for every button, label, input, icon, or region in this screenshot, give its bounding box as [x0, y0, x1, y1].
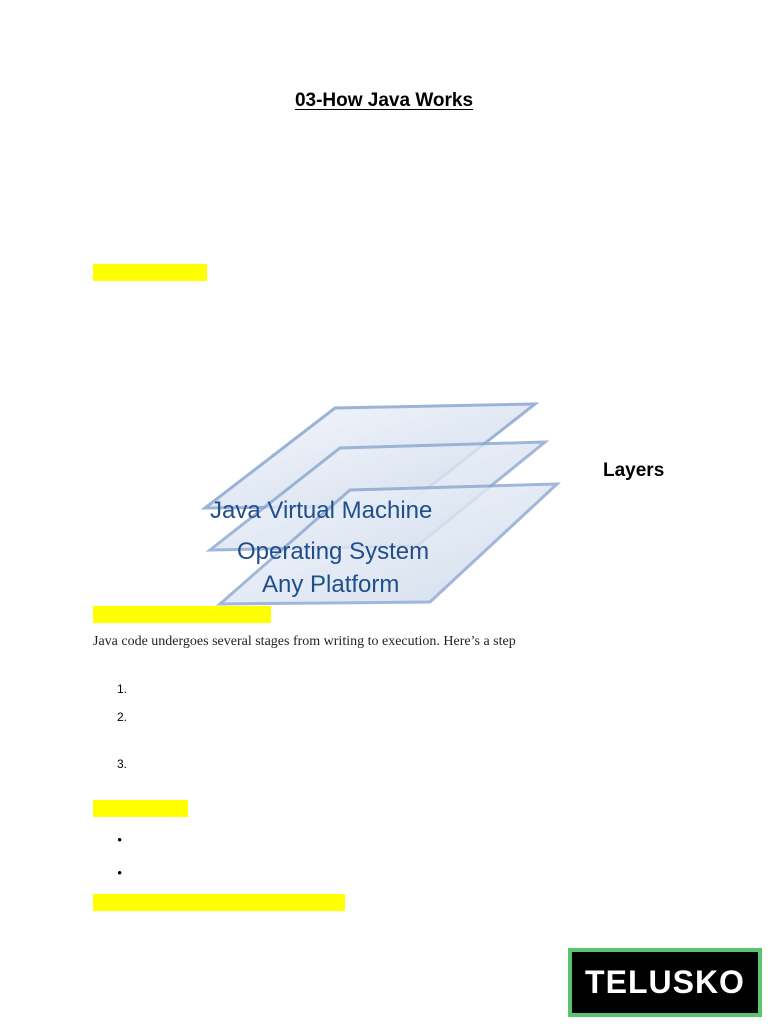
layers-diagram: Java Virtual Machine Operating System An… — [200, 402, 561, 606]
list-number-3: 3. — [117, 757, 128, 771]
page-title: 03-How Java Works — [294, 90, 474, 111]
layer-label-jvm: Java Virtual Machine — [210, 497, 432, 524]
logo-text: TELUSKO — [572, 952, 758, 1013]
layer-label-os: Operating System — [237, 538, 429, 565]
highlight-bar-3 — [93, 800, 188, 817]
bullet-item-1: • — [117, 833, 123, 849]
intro-paragraph: Java code undergoes several stages from … — [93, 634, 516, 649]
bullet-item-2: • — [117, 866, 123, 882]
layers-label: Layers — [603, 460, 665, 481]
telusko-logo: TELUSKO — [568, 948, 762, 1017]
layer-label-platform: Any Platform — [262, 571, 399, 598]
highlight-bar-1 — [93, 264, 207, 281]
list-number-1: 1. — [117, 682, 128, 696]
list-number-2: 2. — [117, 710, 128, 724]
highlight-bar-4 — [93, 894, 345, 911]
layer-plane-bottom — [215, 482, 561, 606]
highlight-bar-2 — [93, 606, 271, 623]
